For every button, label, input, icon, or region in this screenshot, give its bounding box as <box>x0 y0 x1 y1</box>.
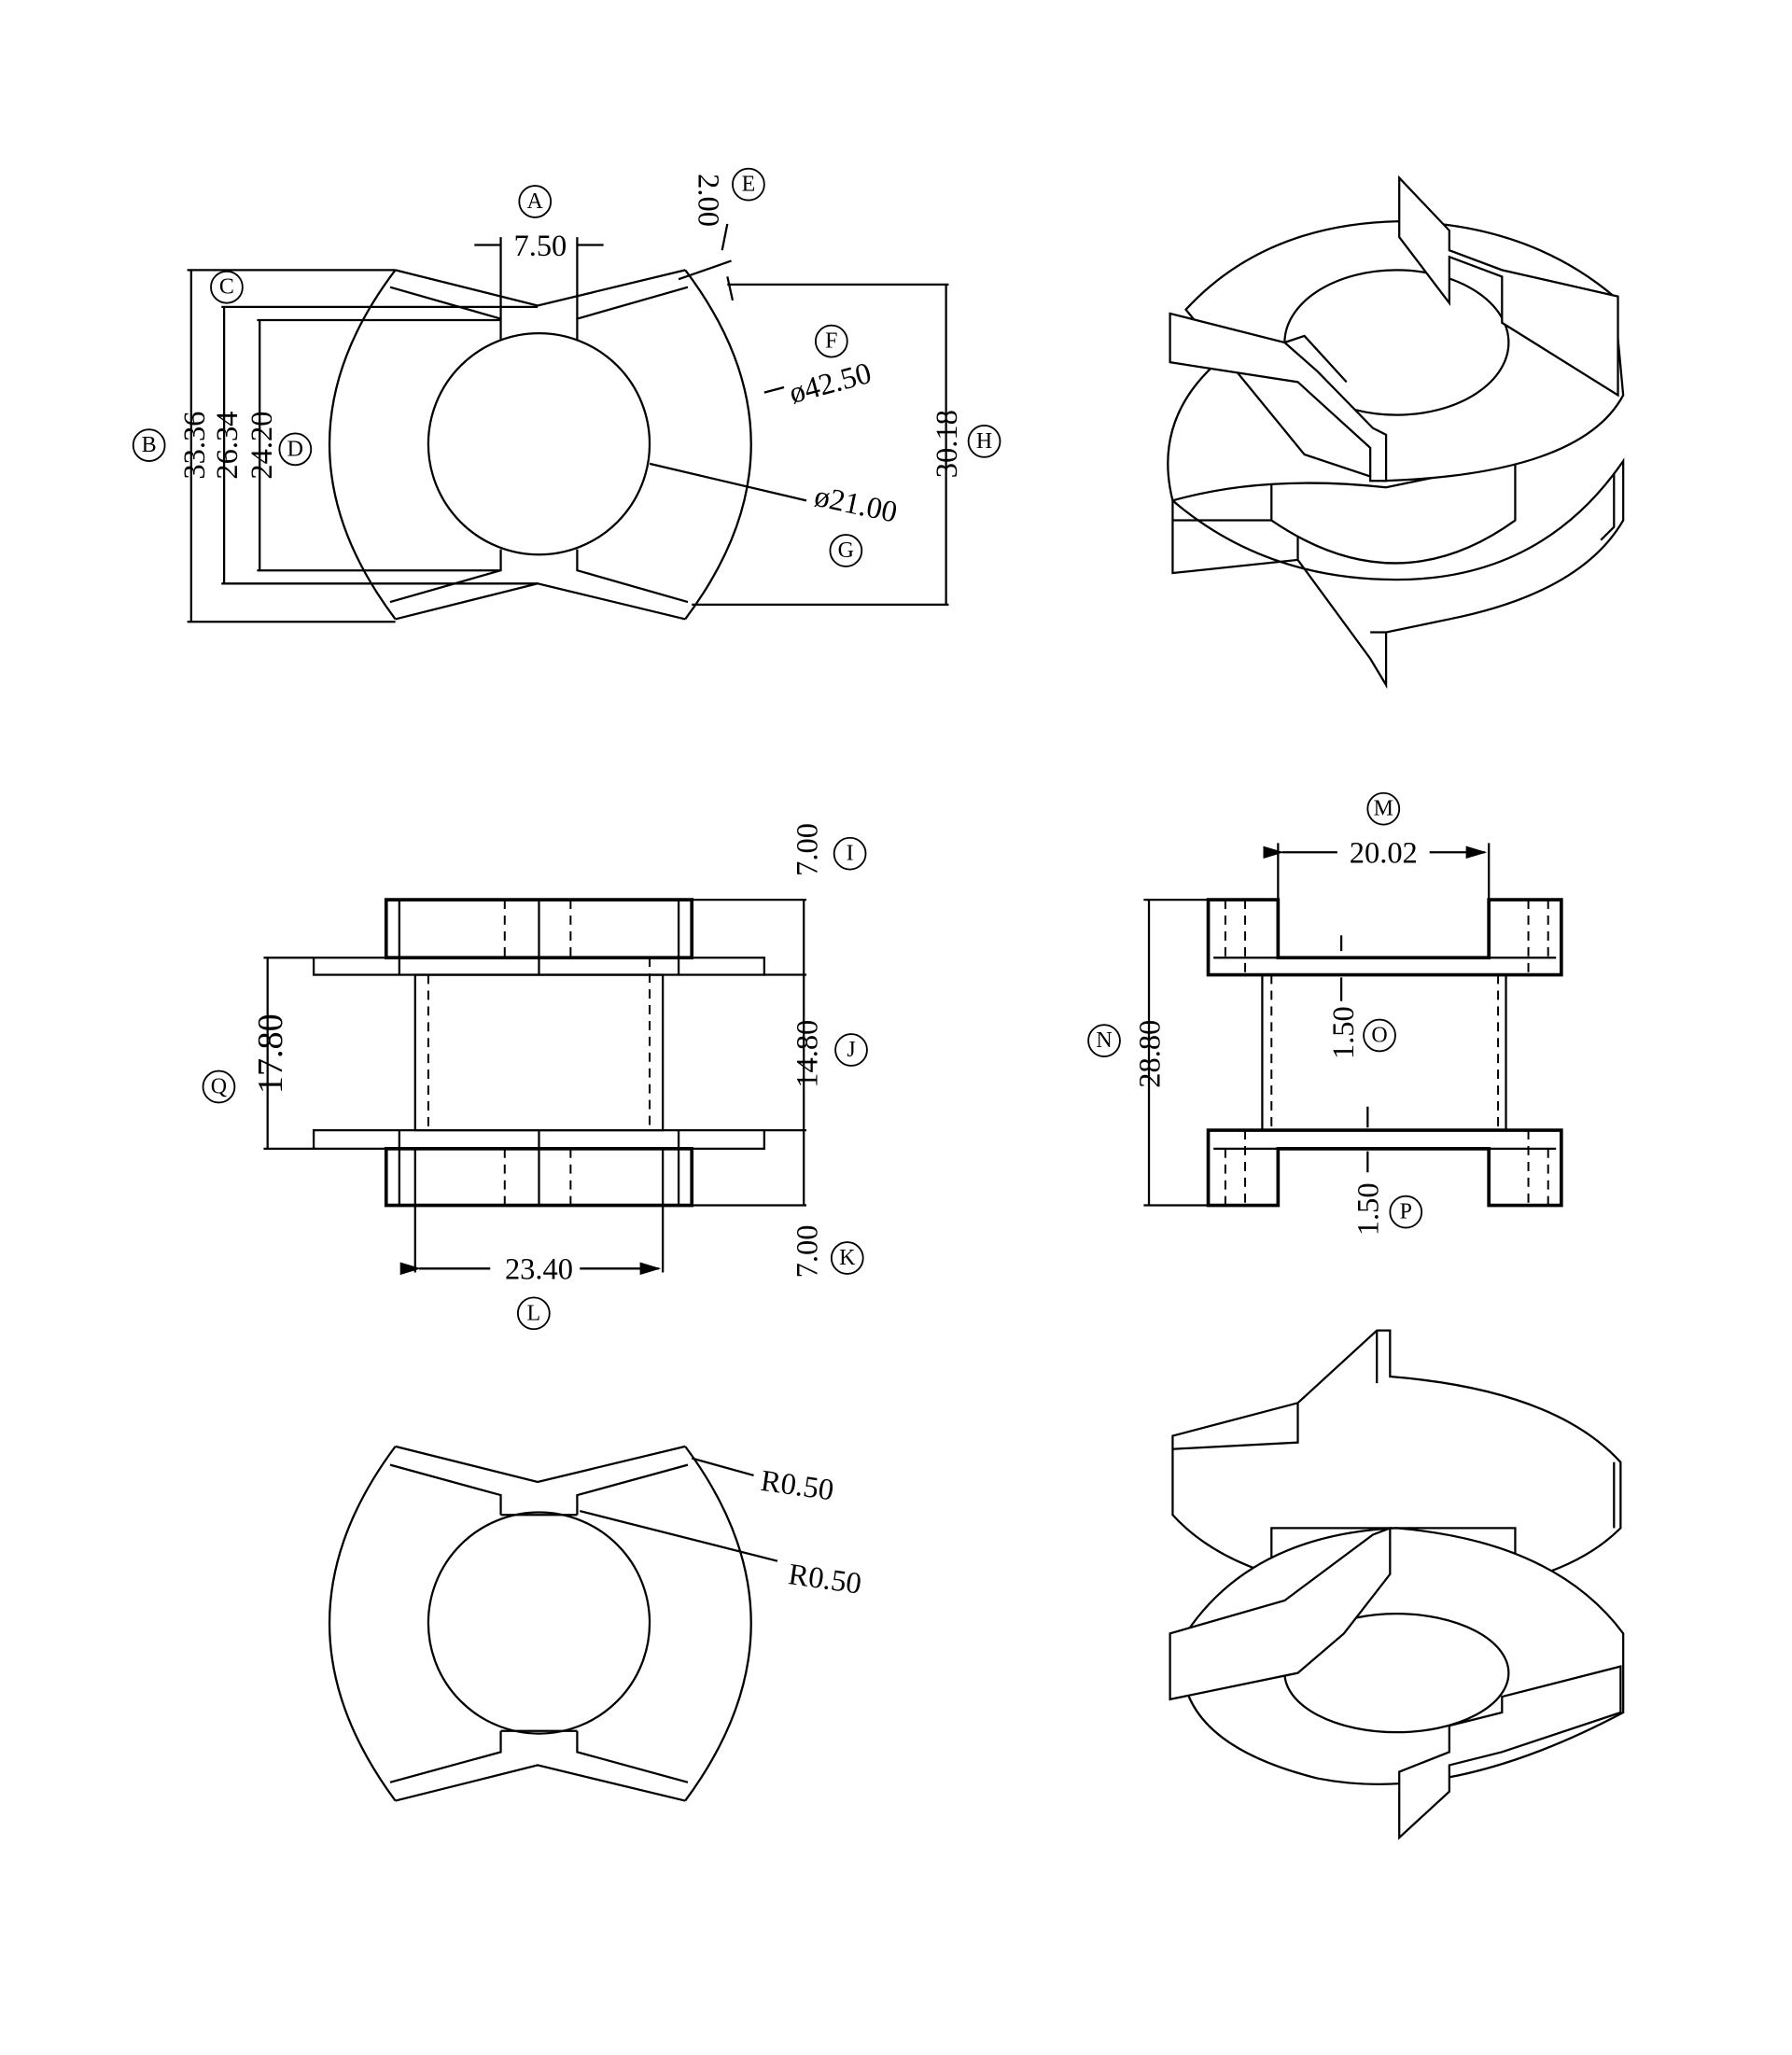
dim-c: 26.34 <box>211 412 245 480</box>
dim-a: 7.50 <box>513 230 567 263</box>
marker-k: K <box>830 1241 864 1275</box>
marker-letter: Q <box>211 1075 227 1099</box>
marker-m: M <box>1366 791 1401 826</box>
marker-q: Q <box>202 1069 236 1104</box>
bottom-view: R0.50 R0.50 <box>328 1445 863 1802</box>
marker-h: H <box>967 425 1001 458</box>
dim-l: 23.40 <box>505 1253 573 1287</box>
marker-g: G <box>829 534 863 567</box>
radius-label-inner: R0.50 <box>786 1558 863 1601</box>
marker-circle <box>210 270 244 304</box>
marker-d: D <box>278 432 313 467</box>
marker-o: O <box>1363 1018 1396 1053</box>
marker-letter: E <box>742 173 756 197</box>
radius-label-outer: R0.50 <box>759 1464 836 1508</box>
marker-letter: N <box>1096 1028 1112 1053</box>
marker-letter: G <box>838 538 854 563</box>
marker-i: I <box>833 836 867 871</box>
dim-p: 1.50 <box>1352 1182 1386 1236</box>
dim-f: ø42.50 <box>786 356 875 411</box>
dim-h: 30.18 <box>931 410 964 478</box>
dim-e: 2.00 <box>691 174 724 227</box>
marker-letter: M <box>1374 797 1393 821</box>
marker-f: F <box>814 324 848 358</box>
front-view: 7.00 I 14.80 J 7.00 K Q 17.80 23.40 L <box>202 823 868 1331</box>
marker-circle <box>278 432 313 467</box>
marker-j: J <box>834 1033 868 1067</box>
marker-circle <box>1363 1018 1396 1053</box>
top-view <box>187 223 949 623</box>
marker-p: P <box>1389 1195 1423 1229</box>
center-hole <box>427 331 651 556</box>
dim-b: 33.36 <box>178 412 212 480</box>
marker-letter: H <box>976 429 992 454</box>
marker-letter: K <box>839 1246 856 1270</box>
marker-circle <box>833 836 867 871</box>
marker-letter: A <box>527 189 544 214</box>
dim-q: 17.80 <box>251 1014 290 1094</box>
top-view-labels: A 7.50 B 33.36 C 26.34 24.20 D E 2.00 F … <box>132 167 1001 567</box>
dim-d: 24.20 <box>245 412 279 480</box>
marker-letter: B <box>142 433 157 457</box>
marker-letter: I <box>847 842 854 866</box>
side-view: M 20.02 N 28.80 1.50 O 1.50 P <box>1087 791 1563 1236</box>
marker-l: L <box>516 1296 551 1331</box>
marker-letter: P <box>1400 1200 1412 1224</box>
marker-e: E <box>732 167 765 202</box>
marker-circle <box>1366 791 1401 826</box>
marker-letter: L <box>526 1301 540 1325</box>
isometric-view-upper <box>1167 175 1625 690</box>
marker-circle <box>1389 1195 1423 1229</box>
marker-circle <box>830 1241 864 1275</box>
isometric-view-lower <box>1169 1329 1625 1840</box>
marker-letter: F <box>825 329 837 354</box>
marker-circle <box>518 185 553 218</box>
marker-letter: O <box>1371 1023 1387 1047</box>
dim-k: 7.00 <box>791 1225 824 1279</box>
marker-n: N <box>1087 1024 1121 1057</box>
marker-b: B <box>132 428 166 462</box>
dim-n: 28.80 <box>1133 1020 1167 1088</box>
marker-c: C <box>210 270 244 304</box>
dim-o: 1.50 <box>1327 1006 1361 1059</box>
marker-circle <box>829 534 863 567</box>
dim-g: ø21.00 <box>812 480 901 530</box>
marker-letter: D <box>287 437 303 461</box>
dim-j: 14.80 <box>791 1020 824 1088</box>
marker-circle <box>967 425 1001 458</box>
marker-circle <box>834 1033 868 1067</box>
marker-a: A <box>518 185 553 218</box>
dim-m: 20.02 <box>1350 837 1418 871</box>
marker-circle <box>732 167 765 202</box>
marker-letter: J <box>847 1038 855 1062</box>
marker-circle <box>202 1069 236 1104</box>
marker-circle <box>132 428 166 462</box>
dim-i: 7.00 <box>791 823 824 876</box>
marker-letter: C <box>219 275 234 300</box>
marker-circle <box>814 324 848 358</box>
marker-circle <box>1087 1024 1121 1057</box>
marker-circle <box>516 1296 551 1331</box>
